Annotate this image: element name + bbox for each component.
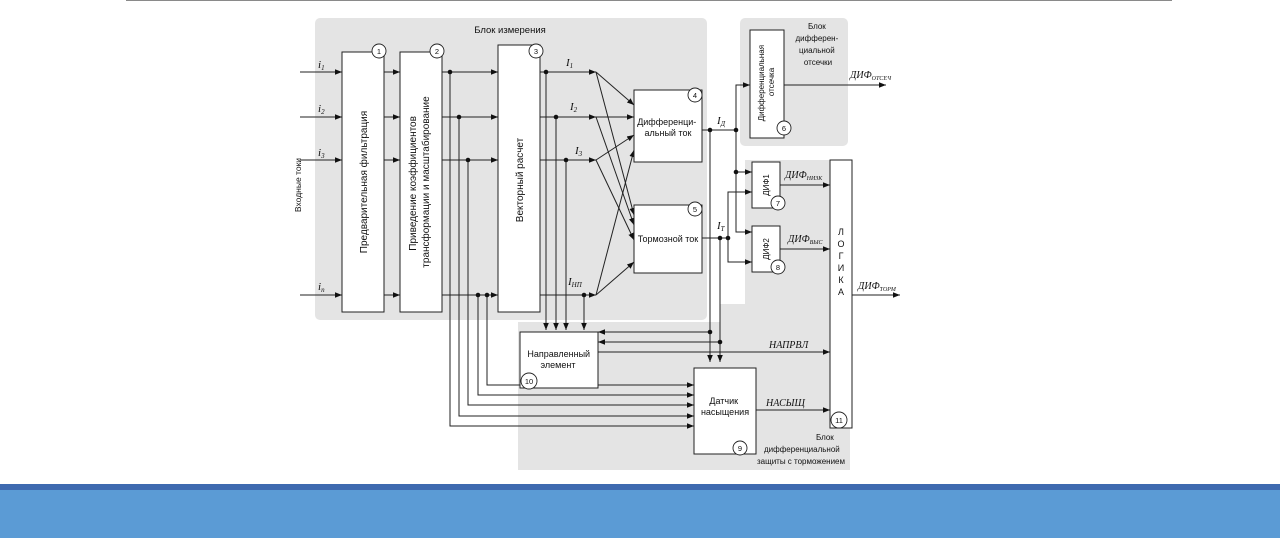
restraint-region-label: Блок дифференциальной защиты с торможени… [757,433,845,466]
vector-out-i3-label: I3 [574,145,583,158]
restraint-current-block [633,204,703,274]
vector-out-i1-label: I1 [565,57,573,70]
vector-block [497,44,541,313]
block-number-5: 5 [693,205,697,214]
prefilter-label: Предварительная фильтрация [358,111,370,253]
saturation-label: Датчик насыщения [701,396,749,417]
dif-high-signal-label: ДИФВЫС [787,234,824,246]
cutoff-signal-label: ДИФОТСЕЧ [849,70,892,82]
vector-out-i2-label: I2 [569,101,578,114]
input-i2-label: i2 [318,103,325,116]
cutoff-region-label: Блок дифферен- циальной отсечки [796,22,841,67]
directional-label: Направленный элемент [527,349,592,370]
it-label: IТ [716,220,726,233]
prefilter-block [341,51,385,313]
diff-cutoff-block [749,29,785,139]
vector-out-inp-label: IНП [567,276,583,289]
top-rule [126,0,1172,1]
input-in-label: in [318,281,325,294]
logic-letter: О [837,239,844,249]
id-label: IД [716,115,726,128]
block-number-circles: 1 2 3 4 5 6 7 8 9 10 11 [371,43,848,456]
saturation-signal-label: НАСЫЩ [765,398,805,409]
input-i3-label: i3 [318,147,325,160]
block-number-8: 8 [776,263,780,272]
dif-low-signal-label: ДИФНИЗК [784,170,823,182]
restraint-current-label: Тормозной ток [638,234,699,244]
inputs-label: Входные токи [293,158,303,212]
input-i1-label: i1 [318,59,325,72]
block-number-6: 6 [782,124,786,133]
logic-letter: А [838,287,844,297]
logic-letter: К [838,275,844,285]
diff-cutoff-label: Дифференциальная отсечка [757,43,776,122]
block-number-3: 3 [534,47,538,56]
block-number-4: 4 [693,91,697,100]
block-number-9: 9 [738,444,742,453]
diff-current-block [633,89,703,163]
dif-restraint-signal-label: ДИФТОРМ [857,281,897,293]
input-arrows [300,69,342,298]
footer-bar [0,484,1280,538]
block-number-2: 2 [435,47,439,56]
block-number-7: 7 [776,199,780,208]
scaling-branches [447,69,694,429]
dif2-label: ДИФ2 [762,238,771,260]
scaling-block [399,51,443,313]
block-number-11: 11 [835,416,843,425]
block-number-1: 1 [377,47,381,56]
logic-letter: Л [838,227,844,237]
vector-output-lines [484,69,694,388]
prefilter-to-scaling-arrows [384,69,400,298]
protection-block-diagram: Блок измерения Блок дифферен- циальной о… [293,18,900,470]
saturation-block [693,367,757,455]
logic-letter: Г [839,251,844,261]
measurement-block-label: Блок измерения [474,25,546,36]
dif1-label: ДИФ1 [762,174,771,196]
vector-label: Векторный расчет [515,137,526,222]
id-it-distribution [598,82,752,362]
scaling-label: Приведение коэффициентов трансформации и… [407,96,432,268]
block-number-10: 10 [525,377,533,386]
logic-letter: И [838,263,844,273]
diff-current-label: Дифференци- альный ток [637,117,699,138]
directional-signal-label: НАПРВЛ [768,340,810,351]
